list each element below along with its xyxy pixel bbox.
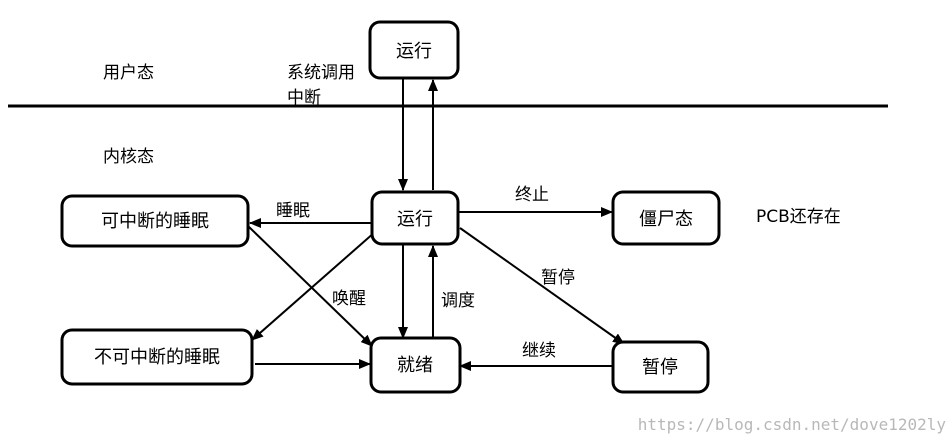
node-run-kernel: 运行 [370, 190, 460, 246]
node-interruptible-sleep-label: 可中断的睡眠 [101, 211, 209, 232]
node-run-user: 运行 [368, 20, 460, 80]
syscall-label: 系统调用 [287, 63, 355, 83]
node-stopped: 暂停 [611, 340, 710, 394]
node-run-kernel-label: 运行 [397, 209, 433, 230]
sleep-label: 睡眠 [276, 201, 310, 221]
node-zombie-label: 僵尸态 [639, 209, 693, 230]
schedule-label: 调度 [441, 291, 475, 311]
node-uninterruptible-sleep-label: 不可中断的睡眠 [94, 347, 220, 368]
wakeup-label: 唤醒 [332, 289, 366, 309]
node-interruptible-sleep: 可中断的睡眠 [60, 194, 250, 248]
user-mode-label: 用户态 [103, 63, 154, 83]
node-stopped-label: 暂停 [642, 357, 678, 378]
resume-label: 继续 [522, 341, 556, 361]
node-ready: 就绪 [369, 336, 462, 394]
pcb-note: PCB还存在 [756, 207, 841, 227]
arrow-interruptible-sleep-to-ready [247, 225, 373, 347]
node-uninterruptible-sleep: 不可中断的睡眠 [60, 328, 254, 386]
terminate-label: 终止 [515, 185, 549, 205]
pause-label: 暂停 [541, 268, 575, 288]
node-ready-label: 就绪 [397, 355, 433, 376]
kernel-mode-label: 内核态 [103, 147, 154, 167]
node-run-user-label: 运行 [396, 41, 432, 62]
node-zombie: 僵尸态 [611, 190, 721, 246]
watermark: https://blog.csdn.net/dove1202ly [638, 415, 947, 434]
arrow-run-to-stopped [459, 227, 625, 345]
arrow-run-to-uninterruptible-sleep [251, 231, 376, 341]
interrupt-label: 中断 [287, 88, 321, 108]
